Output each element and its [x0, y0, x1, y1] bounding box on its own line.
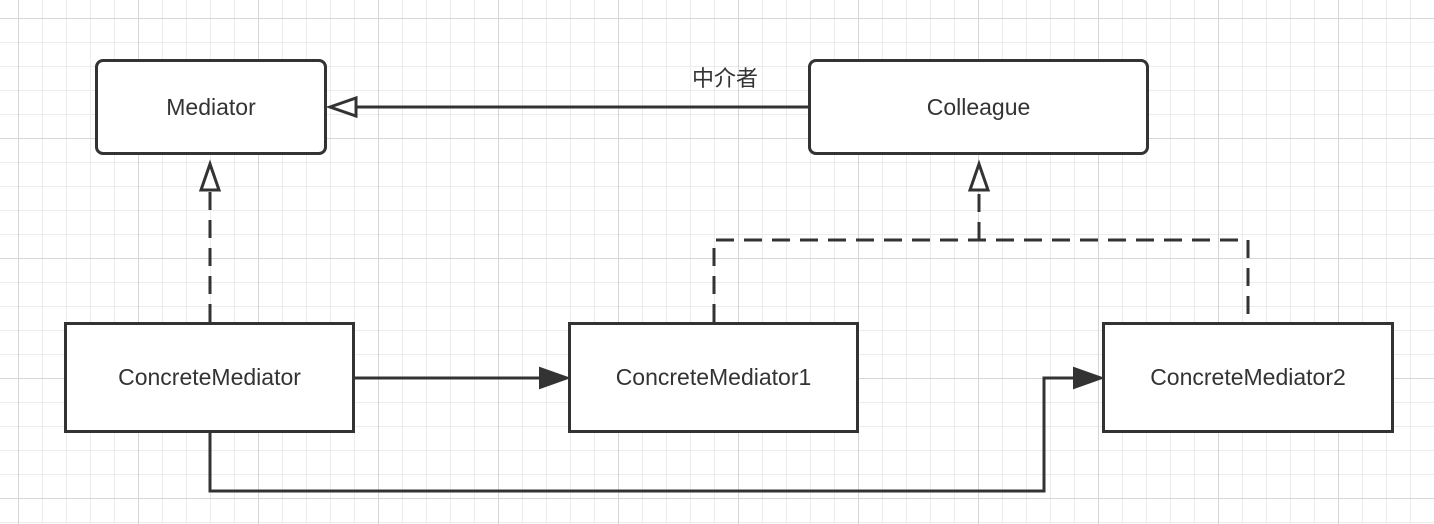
node-concrete-mediator-1[interactable]: ConcreteMediator1: [568, 322, 859, 433]
node-concrete-mediator-2[interactable]: ConcreteMediator2: [1102, 322, 1394, 433]
node-colleague[interactable]: Colleague: [808, 59, 1149, 155]
edge-concrete-mediator-realizes-mediator[interactable]: [198, 159, 222, 322]
filled-arrowhead-icon: [1073, 366, 1105, 390]
node-label: ConcreteMediator2: [1150, 364, 1346, 390]
hollow-arrowhead-icon: [198, 159, 222, 192]
node-label: Colleague: [926, 93, 1031, 120]
edge-concrete-colleagues-realize-colleague[interactable]: [712, 159, 1250, 322]
hollow-arrowhead-icon: [325, 95, 358, 119]
node-label: ConcreteMediator1: [615, 364, 812, 390]
node-label: Mediator: [166, 93, 256, 120]
edge-label-mediator-role: 中介者: [692, 67, 759, 92]
node-concrete-mediator[interactable]: ConcreteMediator: [64, 322, 355, 433]
hollow-arrowhead-icon: [967, 159, 991, 192]
filled-arrowhead-icon: [539, 366, 571, 390]
edge-colleague-to-mediator[interactable]: [325, 95, 808, 119]
edge-concrete-mediator-to-concrete-mediator-1[interactable]: [355, 366, 571, 390]
node-mediator[interactable]: Mediator: [95, 59, 327, 155]
edge-concrete-mediator-to-concrete-mediator-2[interactable]: [208, 366, 1105, 493]
node-label: ConcreteMediator: [118, 364, 301, 390]
